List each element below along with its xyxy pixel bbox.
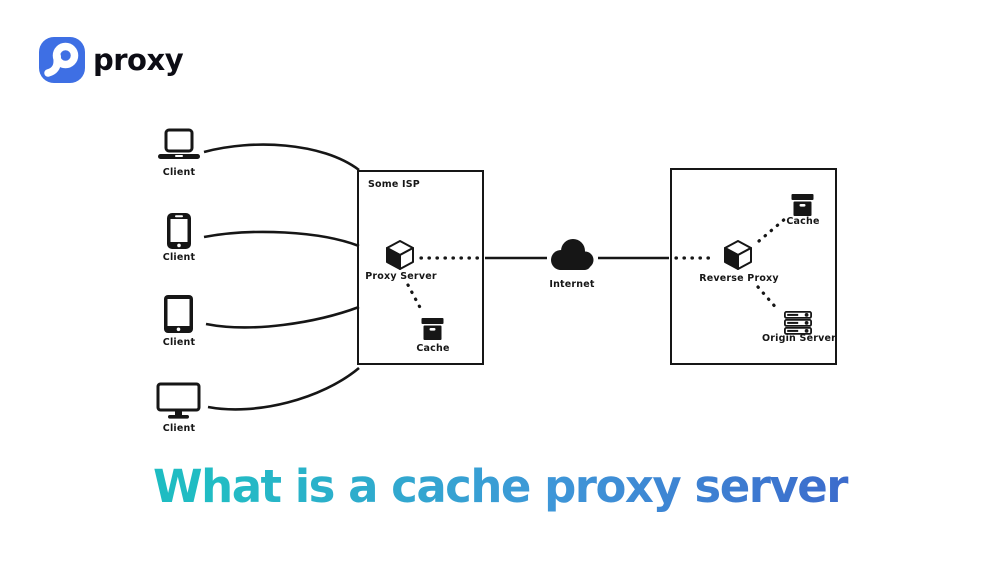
connector-client4-isp xyxy=(207,367,360,411)
isp-box xyxy=(357,170,484,365)
nine-proxy-logo-icon xyxy=(39,37,85,83)
cache-label: Cache xyxy=(416,343,450,354)
tablet-icon xyxy=(164,295,193,333)
origin-server-icon xyxy=(784,311,812,335)
proxy-server-label: Proxy Server xyxy=(365,271,437,282)
origin-box xyxy=(670,168,837,365)
reverse-proxy-label: Reverse Proxy xyxy=(699,273,779,284)
dotted-reverse-proxy-to-cache xyxy=(757,216,788,243)
laptop-icon xyxy=(158,128,200,159)
dotted-proxy-to-cache xyxy=(406,283,425,315)
cache-label: Cache xyxy=(786,216,820,227)
brand-name: proxy xyxy=(93,43,184,77)
client-label: Client xyxy=(162,252,196,263)
client-label: Client xyxy=(162,337,196,348)
client-label: Client xyxy=(162,423,196,434)
page-title: What is a cache proxy server xyxy=(0,460,1000,513)
proxy-server-cube-icon xyxy=(386,240,414,270)
origin-server-label: Origin Server xyxy=(761,333,837,344)
connector-client1-isp xyxy=(203,143,360,172)
cache-box-icon xyxy=(791,194,814,216)
isp-box-title: Some ISP xyxy=(368,179,420,190)
reverse-proxy-cube-icon xyxy=(724,240,752,270)
internet-cloud-icon xyxy=(551,239,594,270)
cache-box-icon xyxy=(421,318,444,340)
monitor-icon xyxy=(156,382,201,419)
dotted-reverse-proxy-to-origin xyxy=(756,285,780,312)
smartphone-icon xyxy=(167,213,191,249)
brand-logo: proxy xyxy=(38,36,184,84)
internet-label: Internet xyxy=(549,279,595,290)
client-label: Client xyxy=(162,167,196,178)
connector-client2-isp xyxy=(203,230,360,248)
connector-client3-isp xyxy=(205,305,360,329)
